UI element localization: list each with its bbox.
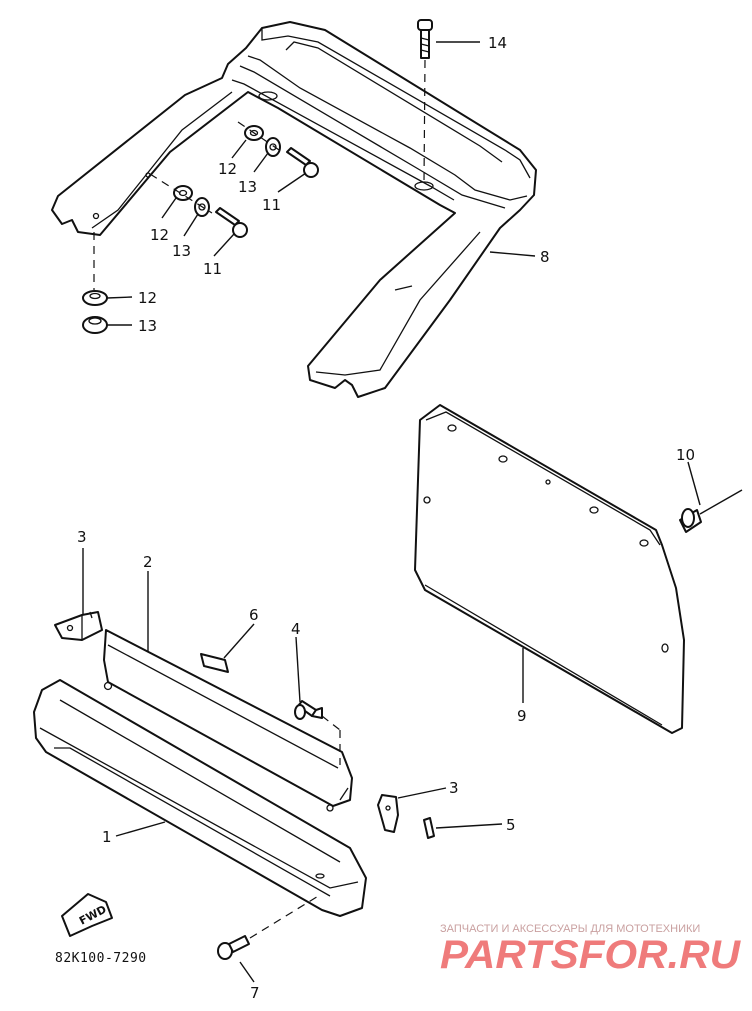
nut-13-lower	[194, 197, 210, 217]
part-10-rivet	[679, 489, 743, 533]
part-3-bracket-left	[54, 611, 103, 641]
callout-8: 8	[540, 248, 550, 266]
callout-13-side: 13	[138, 317, 157, 335]
watermark-caption: ЗАПЧАСТИ И АКСЕССУАРЫ ДЛЯ МОТОТЕХНИКИ	[440, 923, 700, 935]
bolt-11-lower	[215, 207, 248, 238]
part-14-bolt	[417, 19, 433, 59]
part-6-label	[200, 653, 229, 673]
callout-10: 10	[676, 446, 695, 464]
callout-7: 7	[250, 984, 260, 1002]
part-9-plate	[414, 404, 685, 734]
callout-4: 4	[291, 620, 301, 638]
part-5-clip	[423, 817, 435, 839]
nut-13-upper	[265, 137, 281, 157]
callout-11-upper: 11	[262, 196, 281, 214]
callout-numbers: 14 8 12 13 11 12 13 11 12 13 10 3 2 6 4 …	[77, 34, 695, 1002]
callout-13-upper: 13	[238, 178, 257, 196]
part-4-screw	[294, 700, 323, 720]
callout-6: 6	[249, 606, 259, 624]
fwd-direction-arrow: FWD	[61, 893, 113, 937]
callout-9: 9	[517, 707, 527, 725]
washer-12-lower	[173, 185, 193, 201]
callout-14: 14	[488, 34, 507, 52]
callout-12-lower: 12	[150, 226, 169, 244]
part-2-plate	[103, 629, 353, 812]
callout-13-lower: 13	[172, 242, 191, 260]
part-7-screw	[217, 935, 250, 960]
callout-12-upper: 12	[218, 160, 237, 178]
part-3-bracket-right	[377, 794, 399, 833]
callout-3-right: 3	[449, 779, 459, 797]
callout-3-left: 3	[77, 528, 87, 546]
leader-lines	[82, 41, 701, 983]
watermark: ЗАПЧАСТИ И АКСЕССУАРЫ ДЛЯ МОТОТЕХНИКИ PA…	[440, 923, 741, 977]
watermark-logo: PARTSFOR.RU	[440, 933, 741, 977]
diagram-code: 82K100-7290	[55, 951, 147, 966]
nut-13-side	[82, 316, 108, 334]
callout-12-side: 12	[138, 289, 157, 307]
callout-2: 2	[143, 553, 153, 571]
callout-1: 1	[102, 828, 112, 846]
bolt-11-upper	[286, 147, 319, 178]
washer-12-side	[82, 290, 108, 306]
part-8-grab-rail	[51, 21, 537, 398]
part-1-reflector	[33, 679, 367, 917]
callout-11-lower: 11	[203, 260, 222, 278]
callout-5: 5	[506, 816, 516, 834]
